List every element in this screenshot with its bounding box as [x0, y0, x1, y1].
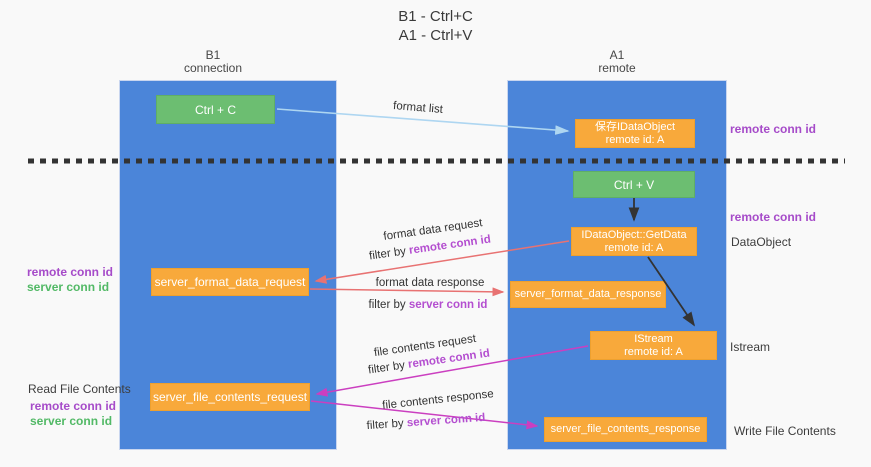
server-format-data-request-box: server_format_data_request — [151, 268, 309, 296]
istream-line1: IStream — [634, 332, 673, 345]
ctrl-v-label: Ctrl + V — [613, 177, 655, 192]
format-data-response-label: format data response — [375, 277, 485, 289]
format-data-response-filter-label: filter by server conn id — [369, 299, 488, 311]
server-conn-id-highlight: server conn id — [408, 299, 488, 311]
remote-conn-id-annotation-bottom-left: remote conn id — [30, 399, 117, 413]
write-file-contents-annotation: Write File Contents — [734, 424, 836, 438]
server-format-data-response-box: server_format_data_response — [510, 281, 666, 308]
filter-by-text: filter by — [368, 299, 409, 311]
ctrl-c-box: Ctrl + C — [156, 95, 275, 124]
remote-conn-id-annotation-left: remote conn id — [27, 265, 114, 279]
format-data-response-arrow — [309, 287, 505, 297]
server-format-data-response-label: server_format_data_response — [514, 288, 662, 300]
remote-conn-id-annotation-top: remote conn id — [730, 122, 817, 136]
save-dataobject-line2: remote id: A — [605, 133, 665, 146]
server-format-data-request-label: server_format_data_request — [154, 274, 306, 289]
save-dataobject-line1: 保存IDataObject — [594, 120, 676, 133]
istream-line2: remote id: A — [624, 345, 683, 358]
format-list-label: format list — [392, 100, 444, 116]
getdata-line1: IDataObject::GetData — [581, 228, 687, 241]
server-conn-id-annotation-left: server conn id — [27, 280, 110, 294]
diagram-title: B1 - Ctrl+C A1 - Ctrl+V — [0, 7, 871, 45]
left-column-name: B1 — [205, 48, 221, 62]
left-column-role: connection — [183, 61, 243, 75]
server-file-contents-request-box: server_file_contents_request — [150, 383, 310, 411]
server-conn-id-highlight: server conn id — [406, 411, 486, 430]
right-column-header: A1 remote — [537, 49, 697, 75]
filter-by-text: filter by — [366, 417, 408, 433]
filter-by-text: filter by — [368, 244, 410, 263]
remote-conn-id-annotation-mid: remote conn id — [730, 210, 817, 224]
server-conn-id-annotation-bottom-left: server conn id — [30, 414, 113, 428]
dataobject-annotation: DataObject — [731, 235, 792, 249]
server-file-contents-request-label: server_file_contents_request — [152, 389, 308, 404]
getdata-box: IDataObject::GetData remote id: A — [571, 227, 697, 256]
right-column-role: remote — [598, 61, 636, 75]
title-line-1: B1 - Ctrl+C — [398, 8, 473, 25]
title-line-2: A1 - Ctrl+V — [398, 27, 473, 44]
server-file-contents-response-label: server_file_contents_response — [550, 423, 701, 435]
save-dataobject-box: 保存IDataObject remote id: A — [575, 119, 695, 148]
ctrl-v-box: Ctrl + V — [573, 171, 695, 198]
file-contents-response-filter-label: filter by server conn id — [366, 412, 485, 432]
istream-annotation: Istream — [730, 340, 771, 354]
filter-by-text: filter by — [367, 358, 409, 377]
ctrl-c-label: Ctrl + C — [194, 102, 236, 117]
istream-box: IStream remote id: A — [590, 331, 717, 360]
server-file-contents-response-box: server_file_contents_response — [544, 417, 707, 442]
getdata-line2: remote id: A — [604, 241, 664, 254]
file-contents-response-label: file contents response — [381, 388, 495, 412]
left-column-header: B1 connection — [133, 49, 293, 75]
right-column-name: A1 — [609, 48, 625, 62]
read-file-contents-annotation: Read File Contents — [28, 382, 131, 396]
